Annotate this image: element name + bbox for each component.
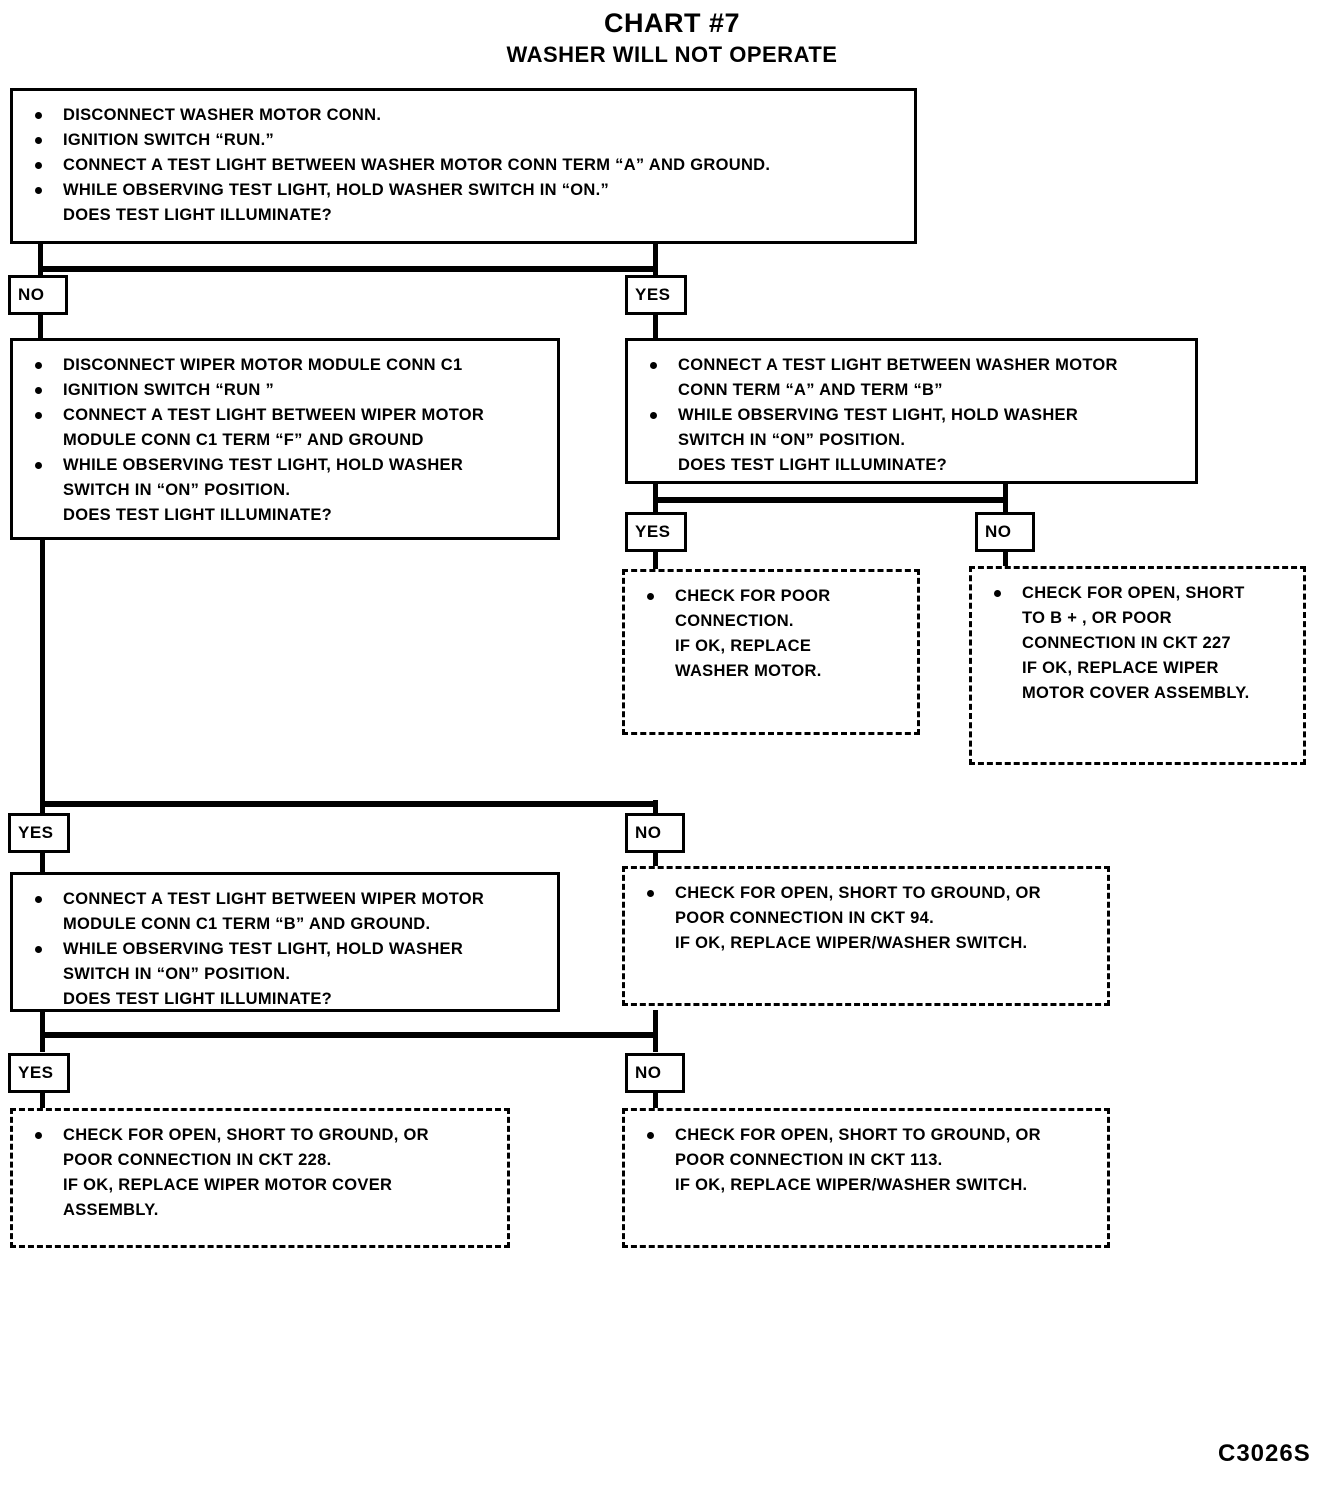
node-wiper-module-f-line-7: DOES TEST LIGHT ILLUMINATE? xyxy=(63,506,333,524)
node-ckt-227-line-1: CHECK FOR OPEN, SHORT xyxy=(982,581,1293,606)
branch-label-wiper-b-yes[interactable]: YES xyxy=(8,1053,70,1093)
node-ckt-113-line-1: CHECK FOR OPEN, SHORT TO GROUND, OR xyxy=(635,1123,1097,1148)
node-start-line-5: DOES TEST LIGHT ILLUMINATE? xyxy=(63,206,333,224)
connector-wiper-f-to-yes xyxy=(40,805,45,815)
node-wiper-module-f[interactable]: DISCONNECT WIPER MOTOR MODULE CONN C1 IG… xyxy=(10,338,560,540)
node-wiper-module-b-content: CONNECT A TEST LIGHT BETWEEN WIPER MOTOR… xyxy=(13,875,557,1020)
node-ckt-94-line-3: IF OK, REPLACE WIPER/WASHER SWITCH. xyxy=(675,934,1028,952)
node-ckt-113-content: CHECK FOR OPEN, SHORT TO GROUND, OR POOR… xyxy=(625,1111,1107,1206)
node-ckt-113-line-2: POOR CONNECTION IN CKT 113. xyxy=(675,1151,943,1169)
connector-yes-to-poor-connection xyxy=(653,550,658,572)
connector-wiper-b-split-bar xyxy=(40,1032,658,1038)
node-ckt-113-line-3: IF OK, REPLACE WIPER/WASHER SWITCH. xyxy=(675,1176,1028,1194)
connector-wiper-f-to-no xyxy=(653,800,658,815)
node-washer-a-b[interactable]: CONNECT A TEST LIGHT BETWEEN WASHER MOTO… xyxy=(625,338,1198,484)
node-washer-a-b-line-5: DOES TEST LIGHT ILLUMINATE? xyxy=(678,456,948,474)
node-washer-a-b-content: CONNECT A TEST LIGHT BETWEEN WASHER MOTO… xyxy=(628,341,1195,486)
node-ckt-113[interactable]: CHECK FOR OPEN, SHORT TO GROUND, OR POOR… xyxy=(622,1108,1110,1248)
node-ckt-228-line-3: IF OK, REPLACE WIPER MOTOR COVER xyxy=(63,1176,393,1194)
node-wiper-module-f-line-4: MODULE CONN C1 TERM “F” AND GROUND xyxy=(63,431,424,449)
connector-wiper-b-to-yes xyxy=(40,1010,45,1052)
branch-label-wiper-f-yes[interactable]: YES xyxy=(8,813,70,853)
connector-start-to-no xyxy=(38,240,43,285)
connector-start-split-bar xyxy=(38,266,658,272)
connector-no-to-wiper-module-f xyxy=(38,310,43,340)
node-start[interactable]: DISCONNECT WASHER MOTOR CONN. IGNITION S… xyxy=(10,88,917,244)
connector-no-to-ckt-227 xyxy=(1003,550,1008,572)
node-ckt-228[interactable]: CHECK FOR OPEN, SHORT TO GROUND, OR POOR… xyxy=(10,1108,510,1248)
connector-washer-ab-split-bar xyxy=(653,497,1008,503)
node-washer-a-b-line-3: WHILE OBSERVING TEST LIGHT, HOLD WASHER xyxy=(638,403,1185,428)
node-washer-a-b-line-4: SWITCH IN “ON” POSITION. xyxy=(678,431,906,449)
connector-start-to-yes xyxy=(653,240,658,285)
node-wiper-module-f-line-5: WHILE OBSERVING TEST LIGHT, HOLD WASHER xyxy=(23,453,547,478)
node-wiper-module-f-line-3: CONNECT A TEST LIGHT BETWEEN WIPER MOTOR xyxy=(23,403,547,428)
connector-yes-to-wiper-module-b xyxy=(40,850,45,874)
node-poor-connection-line-3: IF OK, REPLACE xyxy=(675,637,812,655)
node-start-line-2: IGNITION SWITCH “RUN.” xyxy=(23,128,904,153)
node-wiper-module-b-line-2: MODULE CONN C1 TERM “B” AND GROUND. xyxy=(63,915,431,933)
node-ckt-94[interactable]: CHECK FOR OPEN, SHORT TO GROUND, OR POOR… xyxy=(622,866,1110,1006)
node-poor-connection-line-2: CONNECTION. xyxy=(675,612,794,630)
node-wiper-module-f-line-1: DISCONNECT WIPER MOTOR MODULE CONN C1 xyxy=(23,353,547,378)
page-subtitle: WASHER WILL NOT OPERATE xyxy=(506,42,838,67)
node-ckt-227-line-5: MOTOR COVER ASSEMBLY. xyxy=(1022,684,1250,702)
branch-label-wiper-b-no[interactable]: NO xyxy=(625,1053,685,1093)
node-wiper-module-b-line-4: SWITCH IN “ON” POSITION. xyxy=(63,965,291,983)
node-wiper-module-b-line-1: CONNECT A TEST LIGHT BETWEEN WIPER MOTOR xyxy=(23,887,547,912)
connector-wiper-b-to-no xyxy=(653,1010,658,1052)
branch-label-start-no[interactable]: NO xyxy=(8,275,68,315)
node-ckt-94-content: CHECK FOR OPEN, SHORT TO GROUND, OR POOR… xyxy=(625,869,1107,964)
node-ckt-227[interactable]: CHECK FOR OPEN, SHORT TO B + , OR POOR C… xyxy=(969,566,1306,765)
node-wiper-module-b-line-3: WHILE OBSERVING TEST LIGHT, HOLD WASHER xyxy=(23,937,547,962)
node-wiper-module-b-line-5: DOES TEST LIGHT ILLUMINATE? xyxy=(63,990,333,1008)
node-start-line-1: DISCONNECT WASHER MOTOR CONN. xyxy=(23,103,904,128)
chart-code-label: C3026S xyxy=(1218,1440,1311,1467)
node-ckt-228-line-1: CHECK FOR OPEN, SHORT TO GROUND, OR xyxy=(23,1123,497,1148)
node-ckt-228-line-4: ASSEMBLY. xyxy=(63,1201,159,1219)
node-poor-connection-content: CHECK FOR POOR CONNECTION. IF OK, REPLAC… xyxy=(625,572,917,692)
connector-yes-to-ckt-228 xyxy=(40,1090,45,1112)
node-wiper-module-f-line-2: IGNITION SWITCH “RUN ” xyxy=(23,378,547,403)
page-title: CHART #7 xyxy=(603,8,741,38)
connector-no-to-ckt-113 xyxy=(653,1090,658,1112)
node-ckt-227-line-3: CONNECTION IN CKT 227 xyxy=(1022,634,1231,652)
branch-label-wiper-f-no[interactable]: NO xyxy=(625,813,685,853)
branch-label-washer-ab-no[interactable]: NO xyxy=(975,512,1035,552)
connector-wiper-f-down xyxy=(40,538,45,806)
node-ckt-227-content: CHECK FOR OPEN, SHORT TO B + , OR POOR C… xyxy=(972,569,1303,714)
branch-label-washer-ab-yes[interactable]: YES xyxy=(625,512,687,552)
branch-label-start-yes[interactable]: YES xyxy=(625,275,687,315)
node-start-line-3: CONNECT A TEST LIGHT BETWEEN WASHER MOTO… xyxy=(23,153,904,178)
node-poor-connection-line-1: CHECK FOR POOR xyxy=(635,584,907,609)
connector-yes-to-washer-a-b xyxy=(653,310,658,340)
node-ckt-94-line-1: CHECK FOR OPEN, SHORT TO GROUND, OR xyxy=(635,881,1097,906)
connector-wiper-f-split-bar xyxy=(40,801,658,807)
node-ckt-228-content: CHECK FOR OPEN, SHORT TO GROUND, OR POOR… xyxy=(13,1111,507,1231)
node-wiper-module-b[interactable]: CONNECT A TEST LIGHT BETWEEN WIPER MOTOR… xyxy=(10,872,560,1012)
connector-no-to-ckt-94 xyxy=(653,850,658,874)
node-start-line-4: WHILE OBSERVING TEST LIGHT, HOLD WASHER … xyxy=(23,178,904,203)
node-poor-connection-line-4: WASHER MOTOR. xyxy=(675,662,822,680)
node-poor-connection[interactable]: CHECK FOR POOR CONNECTION. IF OK, REPLAC… xyxy=(622,569,920,735)
node-wiper-module-f-content: DISCONNECT WIPER MOTOR MODULE CONN C1 IG… xyxy=(13,341,557,536)
node-ckt-228-line-2: POOR CONNECTION IN CKT 228. xyxy=(63,1151,332,1169)
node-ckt-227-line-4: IF OK, REPLACE WIPER xyxy=(1022,659,1219,677)
node-wiper-module-f-line-6: SWITCH IN “ON” POSITION. xyxy=(63,481,291,499)
node-washer-a-b-line-1: CONNECT A TEST LIGHT BETWEEN WASHER MOTO… xyxy=(638,353,1185,378)
node-ckt-94-line-2: POOR CONNECTION IN CKT 94. xyxy=(675,909,934,927)
node-start-content: DISCONNECT WASHER MOTOR CONN. IGNITION S… xyxy=(13,91,914,236)
node-washer-a-b-line-2: CONN TERM “A” AND TERM “B” xyxy=(678,381,943,399)
node-ckt-227-line-2: TO B + , OR POOR xyxy=(1022,609,1172,627)
